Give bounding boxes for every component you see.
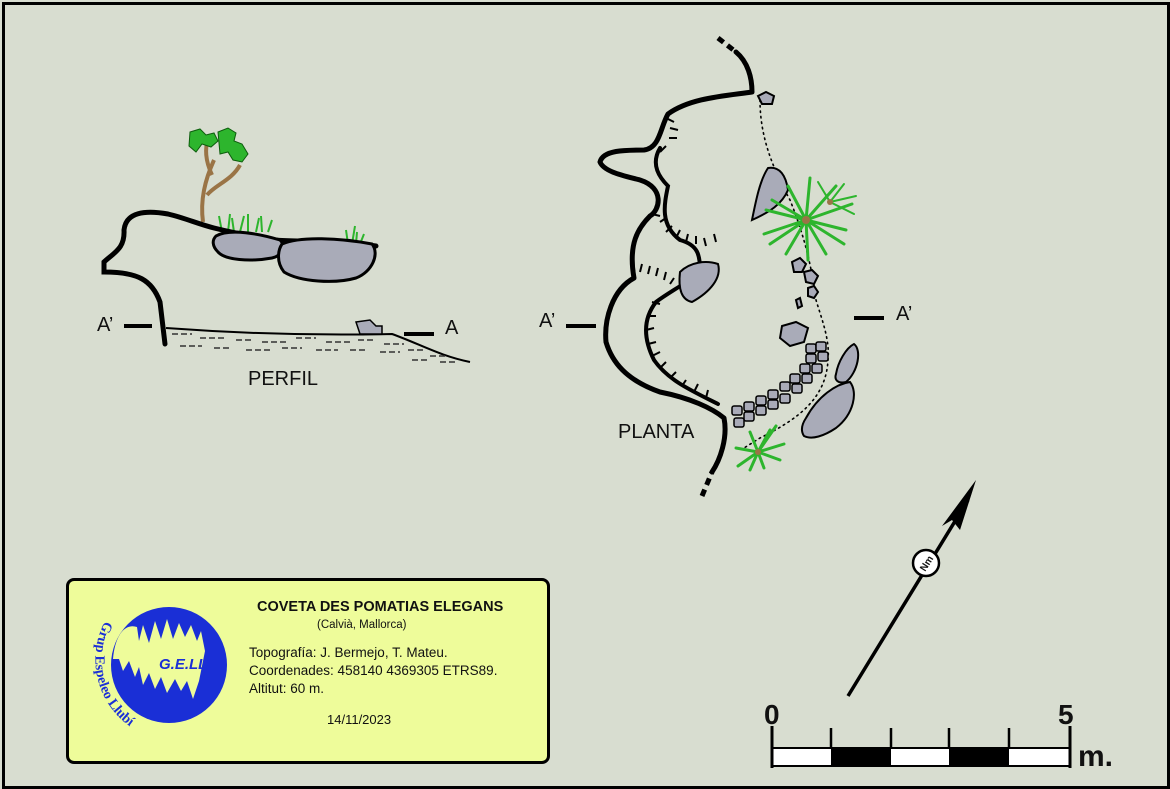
scale-start: 0 [764, 699, 780, 730]
survey-info: COVETA DES POMATIAS ELEGANS (Calvià, Mal… [249, 599, 539, 727]
profile-right-marker: A [445, 317, 459, 339]
plan-label: PLANTA [618, 421, 695, 443]
plan-wall-outer [597, 49, 755, 475]
survey-date: 14/11/2023 [327, 712, 392, 727]
plan-right-marker: A’ [896, 303, 912, 325]
title-card: G.E.LL. Grup Espeleo Llubí COVETA DES PO… [66, 578, 550, 764]
profile-floor-line [165, 327, 471, 363]
logo-acronym: G.E.LL. [159, 656, 212, 673]
north-arrow: Nm [846, 480, 976, 697]
altitude: Altitut: 60 m. [249, 681, 325, 696]
scale-bar: 0 5 m. [764, 699, 1113, 773]
cave-location: (Calvià, Mallorca) [317, 619, 407, 631]
palm-icon [734, 424, 786, 472]
palm-icon [762, 176, 857, 262]
plan-rubble [731, 341, 829, 428]
profile-view: A’ A PERFIL [97, 127, 471, 390]
plan-rocks [678, 90, 860, 439]
profile-boulder [211, 230, 285, 262]
plan-dripline [743, 99, 830, 449]
tree-icon [188, 127, 249, 223]
grass-icon [218, 213, 365, 245]
plan-hachures [639, 117, 717, 399]
topography-credit: Topografía: J. Bermejo, T. Mateu. [249, 645, 448, 660]
profile-left-marker: A’ [97, 314, 113, 336]
profile-label: PERFIL [248, 368, 318, 390]
plan-wall-dash-bottom [699, 471, 715, 497]
profile-boulder [277, 237, 377, 283]
plan-view: A’ A’ PLANTA [539, 36, 912, 497]
scale-end: 5 [1058, 699, 1074, 730]
plan-wall-dash-top [716, 36, 738, 54]
cave-title: COVETA DES POMATIAS ELEGANS [257, 599, 504, 615]
profile-sediment [172, 333, 456, 363]
plan-left-marker: A’ [539, 310, 555, 332]
profile-pebble [355, 319, 383, 335]
coordinates: Coordenades: 458140 4369305 ETRS89. [249, 663, 498, 678]
scale-unit: m. [1078, 740, 1113, 773]
gell-logo: G.E.LL. Grup Espeleo Llubí [91, 607, 227, 730]
